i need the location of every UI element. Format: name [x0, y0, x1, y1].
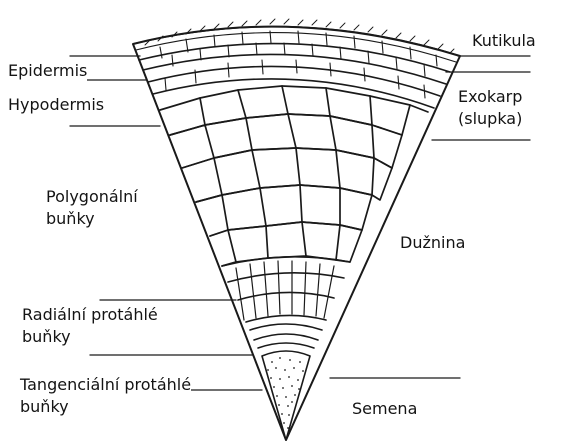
label-exokarp: Exokarp (slupka): [458, 86, 522, 130]
label-kutikula: Kutikula: [472, 30, 536, 52]
label-radialni-bunky: Radiální protáhlé buňky: [22, 304, 158, 348]
label-duznina: Dužnina: [400, 232, 465, 254]
label-hypodermis: Hypodermis: [8, 94, 104, 116]
polygonal-cells: [160, 86, 428, 266]
label-polygonalni-bunky: Polygonální buňky: [46, 186, 138, 230]
label-tangencialni-bunky: Tangenciální protáhlé buňky: [20, 374, 191, 418]
radial-elongated-cells: [222, 257, 350, 322]
label-semena: Semena: [352, 398, 417, 420]
epidermis-layer: [139, 31, 450, 84]
tangential-elongated-cells: [250, 324, 322, 348]
label-epidermis: Epidermis: [8, 60, 87, 82]
